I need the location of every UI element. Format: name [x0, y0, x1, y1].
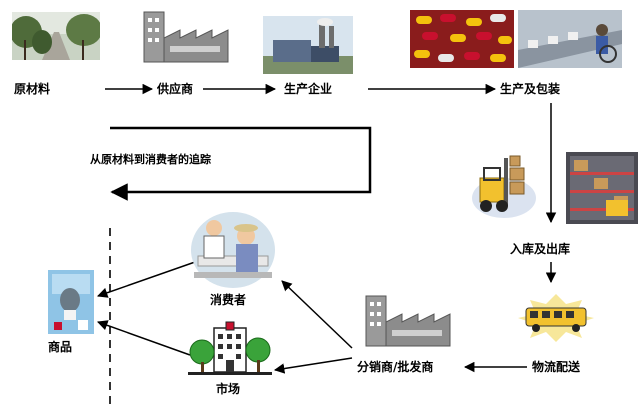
label-goods: 商品	[48, 340, 73, 354]
producer-plant-image	[263, 16, 353, 74]
arrow-consumer-to-goods	[97, 261, 196, 298]
tracking-loop-caption: 从原材料到消费者的追踪	[90, 153, 211, 166]
raw-material-image	[12, 12, 100, 60]
label-raw-material: 原材料	[14, 82, 51, 96]
arrow-distributor-to-consumer	[281, 280, 353, 349]
pills-production-image	[410, 10, 514, 68]
label-market: 市场	[216, 382, 241, 396]
packaging-line-image	[518, 10, 622, 68]
delivery-bus-icon	[516, 292, 596, 342]
warehouse-racks-image	[566, 152, 638, 224]
consumer-pharmacy-image	[190, 206, 276, 290]
arrow-market-to-goods	[97, 320, 191, 356]
label-distributor: 分销商/批发商	[357, 360, 434, 374]
label-supplier: 供应商	[157, 82, 194, 96]
label-consumer: 消费者	[210, 293, 247, 307]
label-warehousing: 入库及出库	[510, 242, 571, 256]
arrow-distributor-to-market	[273, 357, 353, 374]
label-producer: 生产企业	[284, 82, 333, 96]
distributor-factory-icon	[362, 292, 454, 350]
label-production-packaging: 生产及包装	[500, 82, 561, 96]
forklift-icon	[470, 148, 540, 220]
goods-product-image	[48, 270, 94, 334]
label-logistics: 物流配送	[532, 360, 581, 374]
market-building-icon	[188, 318, 272, 376]
supplier-factory-icon	[140, 8, 232, 66]
tracking-loop-bracket	[110, 126, 372, 201]
